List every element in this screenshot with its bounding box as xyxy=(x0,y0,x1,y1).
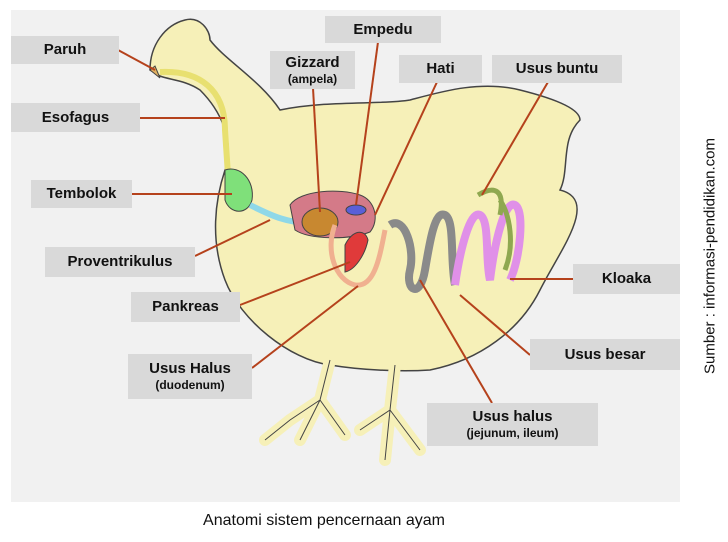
label-kloaka: Kloaka xyxy=(573,264,680,294)
left-leg-outline xyxy=(264,359,346,441)
figure-caption: Anatomi sistem pencernaan ayam xyxy=(203,512,445,529)
chicken-body xyxy=(149,18,581,372)
label-esofagus: Esofagus xyxy=(11,103,140,132)
label-tembolok: Tembolok xyxy=(31,180,132,208)
label-paruh: Paruh xyxy=(11,36,119,64)
pancreas-organ xyxy=(344,231,369,273)
left-leg xyxy=(259,354,351,446)
leader-lines xyxy=(117,41,573,404)
leader-usus-halus-jejunum xyxy=(419,279,493,404)
duodenum-organ xyxy=(328,224,388,288)
large-intestine-organ xyxy=(451,200,525,286)
leader-gizzard xyxy=(312,87,321,213)
gallbladder-organ xyxy=(345,204,367,216)
jejunum-organ xyxy=(387,210,459,293)
label-usus-halus-jejunum: Usus halus (jejunum, ileum) xyxy=(427,403,598,446)
leader-paruh xyxy=(117,49,156,71)
leader-usus-besar xyxy=(459,294,531,356)
source-credit-text: Sumber : informasi-pendidikan.com xyxy=(701,138,719,374)
label-usus-buntu: Usus buntu xyxy=(492,55,622,83)
esophagus-organ xyxy=(159,68,231,176)
leader-pankreas xyxy=(239,261,351,306)
label-usus-halus-duodenum: Usus Halus (duodenum) xyxy=(128,354,252,399)
right-leg-outline xyxy=(359,364,421,461)
label-usus-besar: Usus besar xyxy=(530,339,680,370)
leader-usus-buntu xyxy=(481,81,549,196)
label-gizzard: Gizzard (ampela) xyxy=(270,51,355,89)
crop-organ xyxy=(224,168,253,212)
leader-proventrikulus xyxy=(194,219,271,257)
label-empedu: Empedu xyxy=(325,16,441,43)
leader-empedu xyxy=(355,41,379,206)
label-proventrikulus: Proventrikulus xyxy=(45,247,195,277)
leader-hati xyxy=(374,81,438,216)
leader-usus-halus-duodenum xyxy=(251,285,359,369)
label-hati: Hati xyxy=(399,55,482,83)
label-pankreas: Pankreas xyxy=(131,292,240,322)
